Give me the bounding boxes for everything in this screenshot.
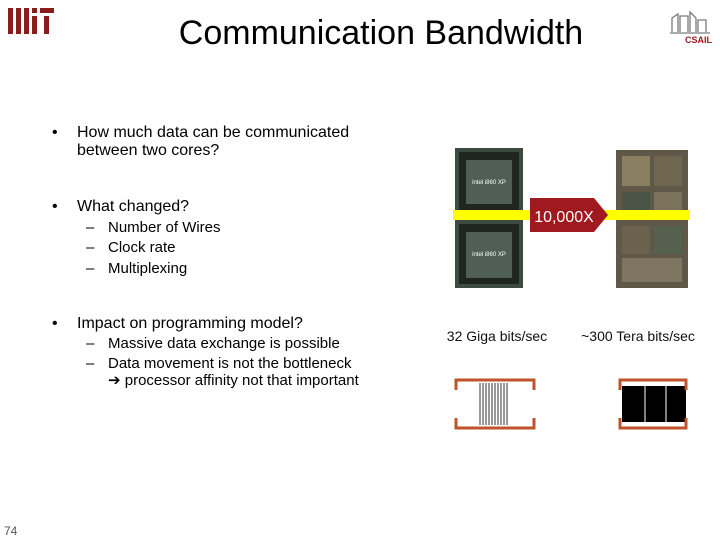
csail-logo: CSAIL	[670, 10, 713, 45]
right-rate-label: ~300 Tera bits/sec	[581, 328, 695, 344]
sub-item: –Clock rate	[86, 239, 176, 256]
narrow-wire-bundle	[454, 378, 536, 430]
sub-item: –Data movement is not the bottleneck	[86, 355, 352, 372]
sub-item: –Multiplexing	[86, 260, 188, 277]
bandwidth-figure: intel i860 XP intel i860 XP 10,000X 32 G…	[447, 148, 695, 430]
bullet-2-text: What changed?	[77, 198, 190, 215]
sub-item: –Massive data exchange is possible	[86, 335, 340, 352]
wide-wire-bundle	[618, 378, 688, 430]
multiplier-label: 10,000X	[534, 209, 594, 226]
right-arrow-icon: ➔	[108, 372, 121, 389]
bullet-3-text: Impact on programming model?	[77, 315, 303, 332]
mit-logo	[8, 8, 54, 34]
bullet-marker: •	[52, 124, 58, 141]
bullet-1-text: How much data can be communicated betwee…	[77, 124, 350, 159]
svg-text:intel i860 XP: intel i860 XP	[472, 252, 506, 258]
left-rate-label: 32 Giga bits/sec	[447, 328, 547, 344]
slide-title: Communication Bandwidth	[178, 14, 584, 52]
bullet-marker: •	[52, 198, 58, 215]
svg-text:intel i860 XP: intel i860 XP	[472, 180, 506, 186]
cpu-chip-top: intel i860 XP	[455, 148, 523, 214]
bullet-marker: •	[52, 315, 58, 332]
sub-item: –Number of Wires	[86, 219, 221, 236]
multiplier-arrow	[530, 198, 608, 232]
cpu-chip-bottom: intel i860 XP	[455, 220, 523, 288]
page-number: 74	[4, 524, 18, 538]
sub-item-continuation: ➔ processor affinity not that important	[108, 372, 359, 389]
csail-logo-text: CSAIL	[685, 35, 713, 45]
